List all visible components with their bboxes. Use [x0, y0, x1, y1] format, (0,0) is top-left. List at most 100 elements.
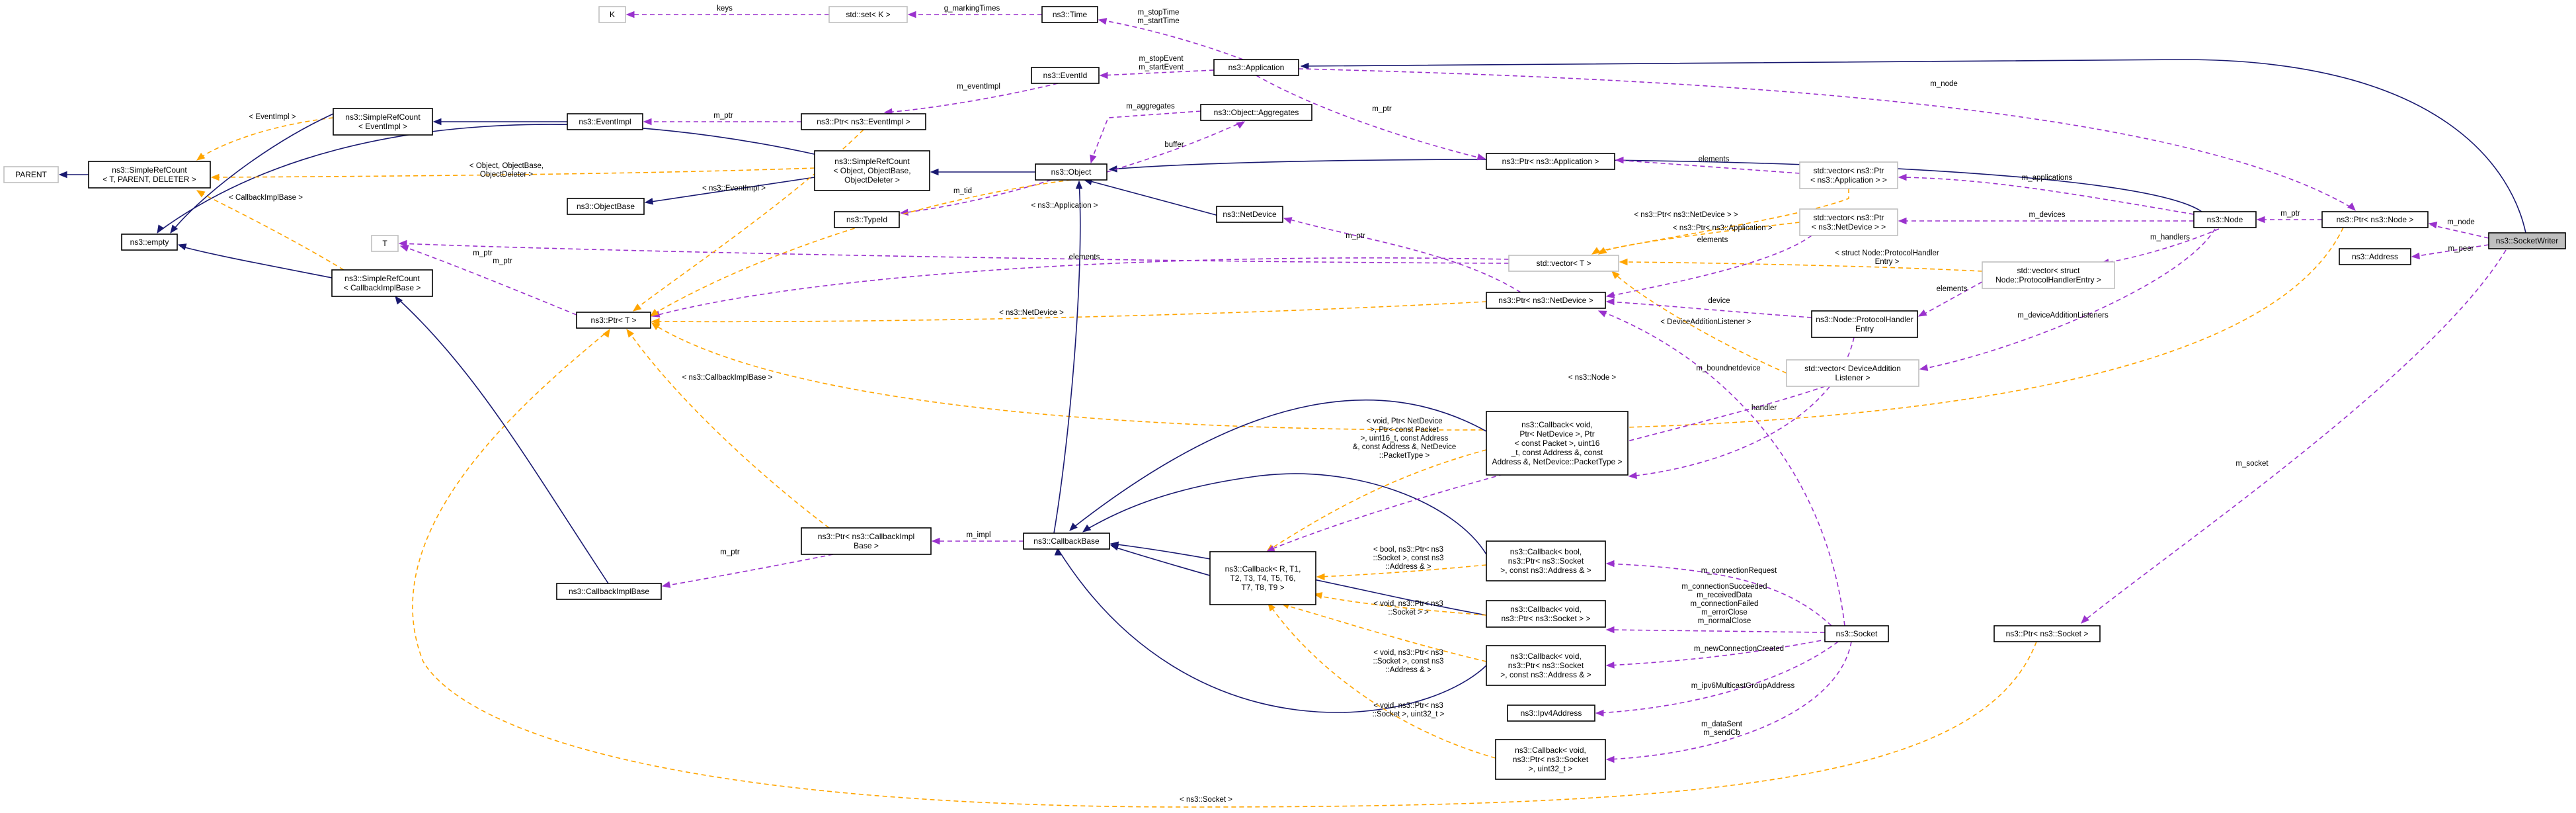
class-node-vec-phe[interactable]: std::vector< structNode::ProtocolHandler…	[1982, 261, 2115, 289]
class-node-cb-void-sock[interactable]: ns3::Callback< void,ns3::Ptr< ns3::Socke…	[1486, 600, 1606, 628]
edge-template	[626, 328, 830, 529]
edge-label: < ns3::Ptr< ns3::NetDevice > >	[1634, 211, 1738, 219]
class-node-label: < CallbackImplBase >	[344, 283, 421, 292]
class-node-k[interactable]: K	[598, 6, 626, 23]
class-node-src-tpd[interactable]: ns3::SimpleRefCount< T, PARENT, DELETER …	[88, 161, 211, 189]
edge-line	[1268, 449, 1487, 551]
edge-arrowhead	[196, 190, 206, 198]
edge-arrowhead	[210, 173, 220, 181]
class-node-cbimplbase[interactable]: ns3::CallbackImplBase	[556, 583, 662, 600]
class-node-label: ns3::Ptr< ns3::Socket >	[2006, 629, 2089, 638]
class-node-box	[1799, 208, 1898, 236]
edge-label: < void, ns3::Ptr< ns3::Socket >, const n…	[1373, 649, 1443, 674]
class-node-vec-t[interactable]: std::vector< T >	[1508, 255, 1619, 272]
class-node-box	[567, 198, 645, 215]
class-node-aggregates[interactable]: ns3::Object::Aggregates	[1200, 104, 1312, 121]
class-node-eventimpl[interactable]: ns3::EventImpl	[567, 113, 643, 130]
class-node-label: ns3::Socket	[1836, 629, 1878, 638]
class-node-label: < const Packet >, uint16	[1515, 439, 1600, 448]
class-node-box	[1486, 645, 1606, 686]
edge-line	[651, 179, 1072, 316]
class-node-label: ns3::ObjectBase	[577, 202, 635, 211]
edge-line	[653, 227, 2344, 431]
class-node-cb-void-sock-u32[interactable]: ns3::Callback< void,ns3::Ptr< ns3::Socke…	[1495, 739, 1606, 780]
class-node-address[interactable]: ns3::Address	[2339, 248, 2411, 265]
class-node-box	[1216, 206, 1283, 223]
edge-line	[1053, 182, 1081, 534]
class-node-box	[121, 234, 178, 251]
class-node-phe[interactable]: ns3::Node::ProtocolHandlerEntry	[1811, 310, 1918, 338]
edge-label: m_boundnetdevice	[1696, 364, 1760, 372]
class-node-vec-ptr-nd[interactable]: std::vector< ns3::Ptr< ns3::NetDevice > …	[1799, 208, 1898, 236]
edge-template	[1268, 602, 1496, 759]
class-node-vec-ptr-app[interactable]: std::vector< ns3::Ptr< ns3::Application …	[1799, 161, 1898, 189]
class-node-src-cbimpl[interactable]: ns3::SimpleRefCount< CallbackImplBase >	[331, 269, 433, 297]
edge-arrowhead	[1898, 217, 1907, 225]
class-node-socketwriter[interactable]: ns3::SocketWriter	[2488, 232, 2566, 249]
class-node-node[interactable]: ns3::Node	[2193, 211, 2257, 228]
class-node-cb-bool[interactable]: ns3::Callback< bool,ns3::Ptr< ns3::Socke…	[1486, 540, 1606, 581]
class-node-ptr-nd[interactable]: ns3::Ptr< ns3::NetDevice >	[1486, 292, 1606, 309]
class-node-ptr-eventimpl[interactable]: ns3::Ptr< ns3::EventImpl >	[801, 113, 926, 130]
class-node-vec-dal[interactable]: std::vector< DeviceAdditionListener >	[1786, 359, 1919, 387]
edge-label: m_ptr	[493, 257, 512, 265]
class-node-objectbase[interactable]: ns3::ObjectBase	[567, 198, 645, 215]
class-node-box	[1508, 255, 1619, 272]
edge-line	[1599, 222, 1800, 253]
class-node-application[interactable]: ns3::Application	[1213, 59, 1299, 76]
class-node-object[interactable]: ns3::Object	[1035, 163, 1107, 181]
edge-label: m_ptr	[1372, 105, 1392, 113]
edge-usage	[1090, 110, 1201, 164]
class-node-cb-generic[interactable]: ns3::Callback< R, T1,T2, T3, T4, T5, T6,…	[1209, 551, 1316, 605]
class-node-src-eventimpl[interactable]: ns3::SimpleRefCount< EventImpl >	[333, 108, 433, 136]
edge-label: m_ptr	[1346, 232, 1365, 240]
class-node-src-obj[interactable]: ns3::SimpleRefCount< Object, ObjectBase,…	[814, 150, 930, 191]
class-node-set-k[interactable]: std::set< K >	[828, 6, 908, 23]
edge-arrowhead	[1597, 310, 1607, 318]
edge-arrowhead	[602, 328, 610, 338]
class-node-ptr-node[interactable]: ns3::Ptr< ns3::Node >	[2321, 211, 2429, 228]
class-node-netdevice[interactable]: ns3::NetDevice	[1216, 206, 1283, 223]
edge-template	[1597, 222, 1800, 255]
class-node-parent[interactable]: PARENT	[3, 166, 59, 183]
class-node-label: >, const ns3::Address & >	[1500, 670, 1591, 679]
class-node-cbbase[interactable]: ns3::CallbackBase	[1023, 533, 1110, 550]
class-node-label: ns3::Ptr< ns3::Socket > >	[1501, 614, 1590, 623]
edge-arrowhead	[1591, 247, 1601, 255]
edge-arrowhead	[632, 303, 642, 312]
class-node-ptr-cbimpl[interactable]: ns3::Ptr< ns3::CallbackImplBase >	[801, 527, 932, 555]
class-node-box	[2488, 232, 2566, 249]
class-node-eventid[interactable]: ns3::EventId	[1031, 67, 1100, 84]
class-node-label: ns3::TypeId	[846, 215, 887, 224]
class-node-time[interactable]: ns3::Time	[1041, 6, 1098, 23]
class-node-t[interactable]: T	[371, 235, 399, 252]
edge-line	[198, 191, 344, 271]
edge-arrowhead	[931, 537, 940, 545]
class-node-cb-nd[interactable]: ns3::Callback< void,Ptr< NetDevice >, Pt…	[1486, 411, 1629, 476]
class-node-ptr-t[interactable]: ns3::Ptr< T >	[576, 312, 651, 329]
edge-line	[1285, 218, 1521, 293]
edge-usage	[1256, 75, 1486, 161]
class-node-socket[interactable]: ns3::Socket	[1824, 625, 1889, 642]
edge-label: < DeviceAdditionListener >	[1660, 318, 1751, 326]
edge-usage	[2081, 249, 2507, 624]
class-node-label: ns3::SimpleRefCount	[112, 165, 187, 175]
edge-inherit	[1108, 159, 2202, 212]
class-node-label: ns3::Ptr< ns3::Application >	[1502, 157, 1599, 166]
class-node-ptr-app[interactable]: ns3::Ptr< ns3::Application >	[1486, 153, 1615, 170]
class-node-empty[interactable]: ns3::empty	[121, 234, 178, 251]
class-node-ipv4addr[interactable]: ns3::Ipv4Address	[1507, 705, 1595, 722]
class-node-label: ns3::Ptr< ns3::NetDevice >	[1498, 296, 1593, 305]
class-node-cb-void-sock-addr[interactable]: ns3::Callback< void,ns3::Ptr< ns3::Socke…	[1486, 645, 1606, 686]
edge-label: elements	[1697, 236, 1728, 244]
edge-label: m_impl	[966, 531, 990, 539]
edge-arrowhead	[1605, 755, 1615, 763]
class-node-typeid[interactable]: ns3::TypeId	[834, 211, 900, 228]
edge-usage	[931, 537, 1024, 545]
class-node-label: Node::ProtocolHandlerEntry >	[1995, 275, 2101, 284]
edge-arrowhead	[432, 118, 442, 126]
class-node-label: ns3::Object::Aggregates	[1214, 108, 1299, 117]
edge-inherit	[1069, 399, 1487, 531]
edge-label: elements	[1937, 285, 1968, 293]
class-node-ptr-socket[interactable]: ns3::Ptr< ns3::Socket >	[1993, 625, 2101, 642]
